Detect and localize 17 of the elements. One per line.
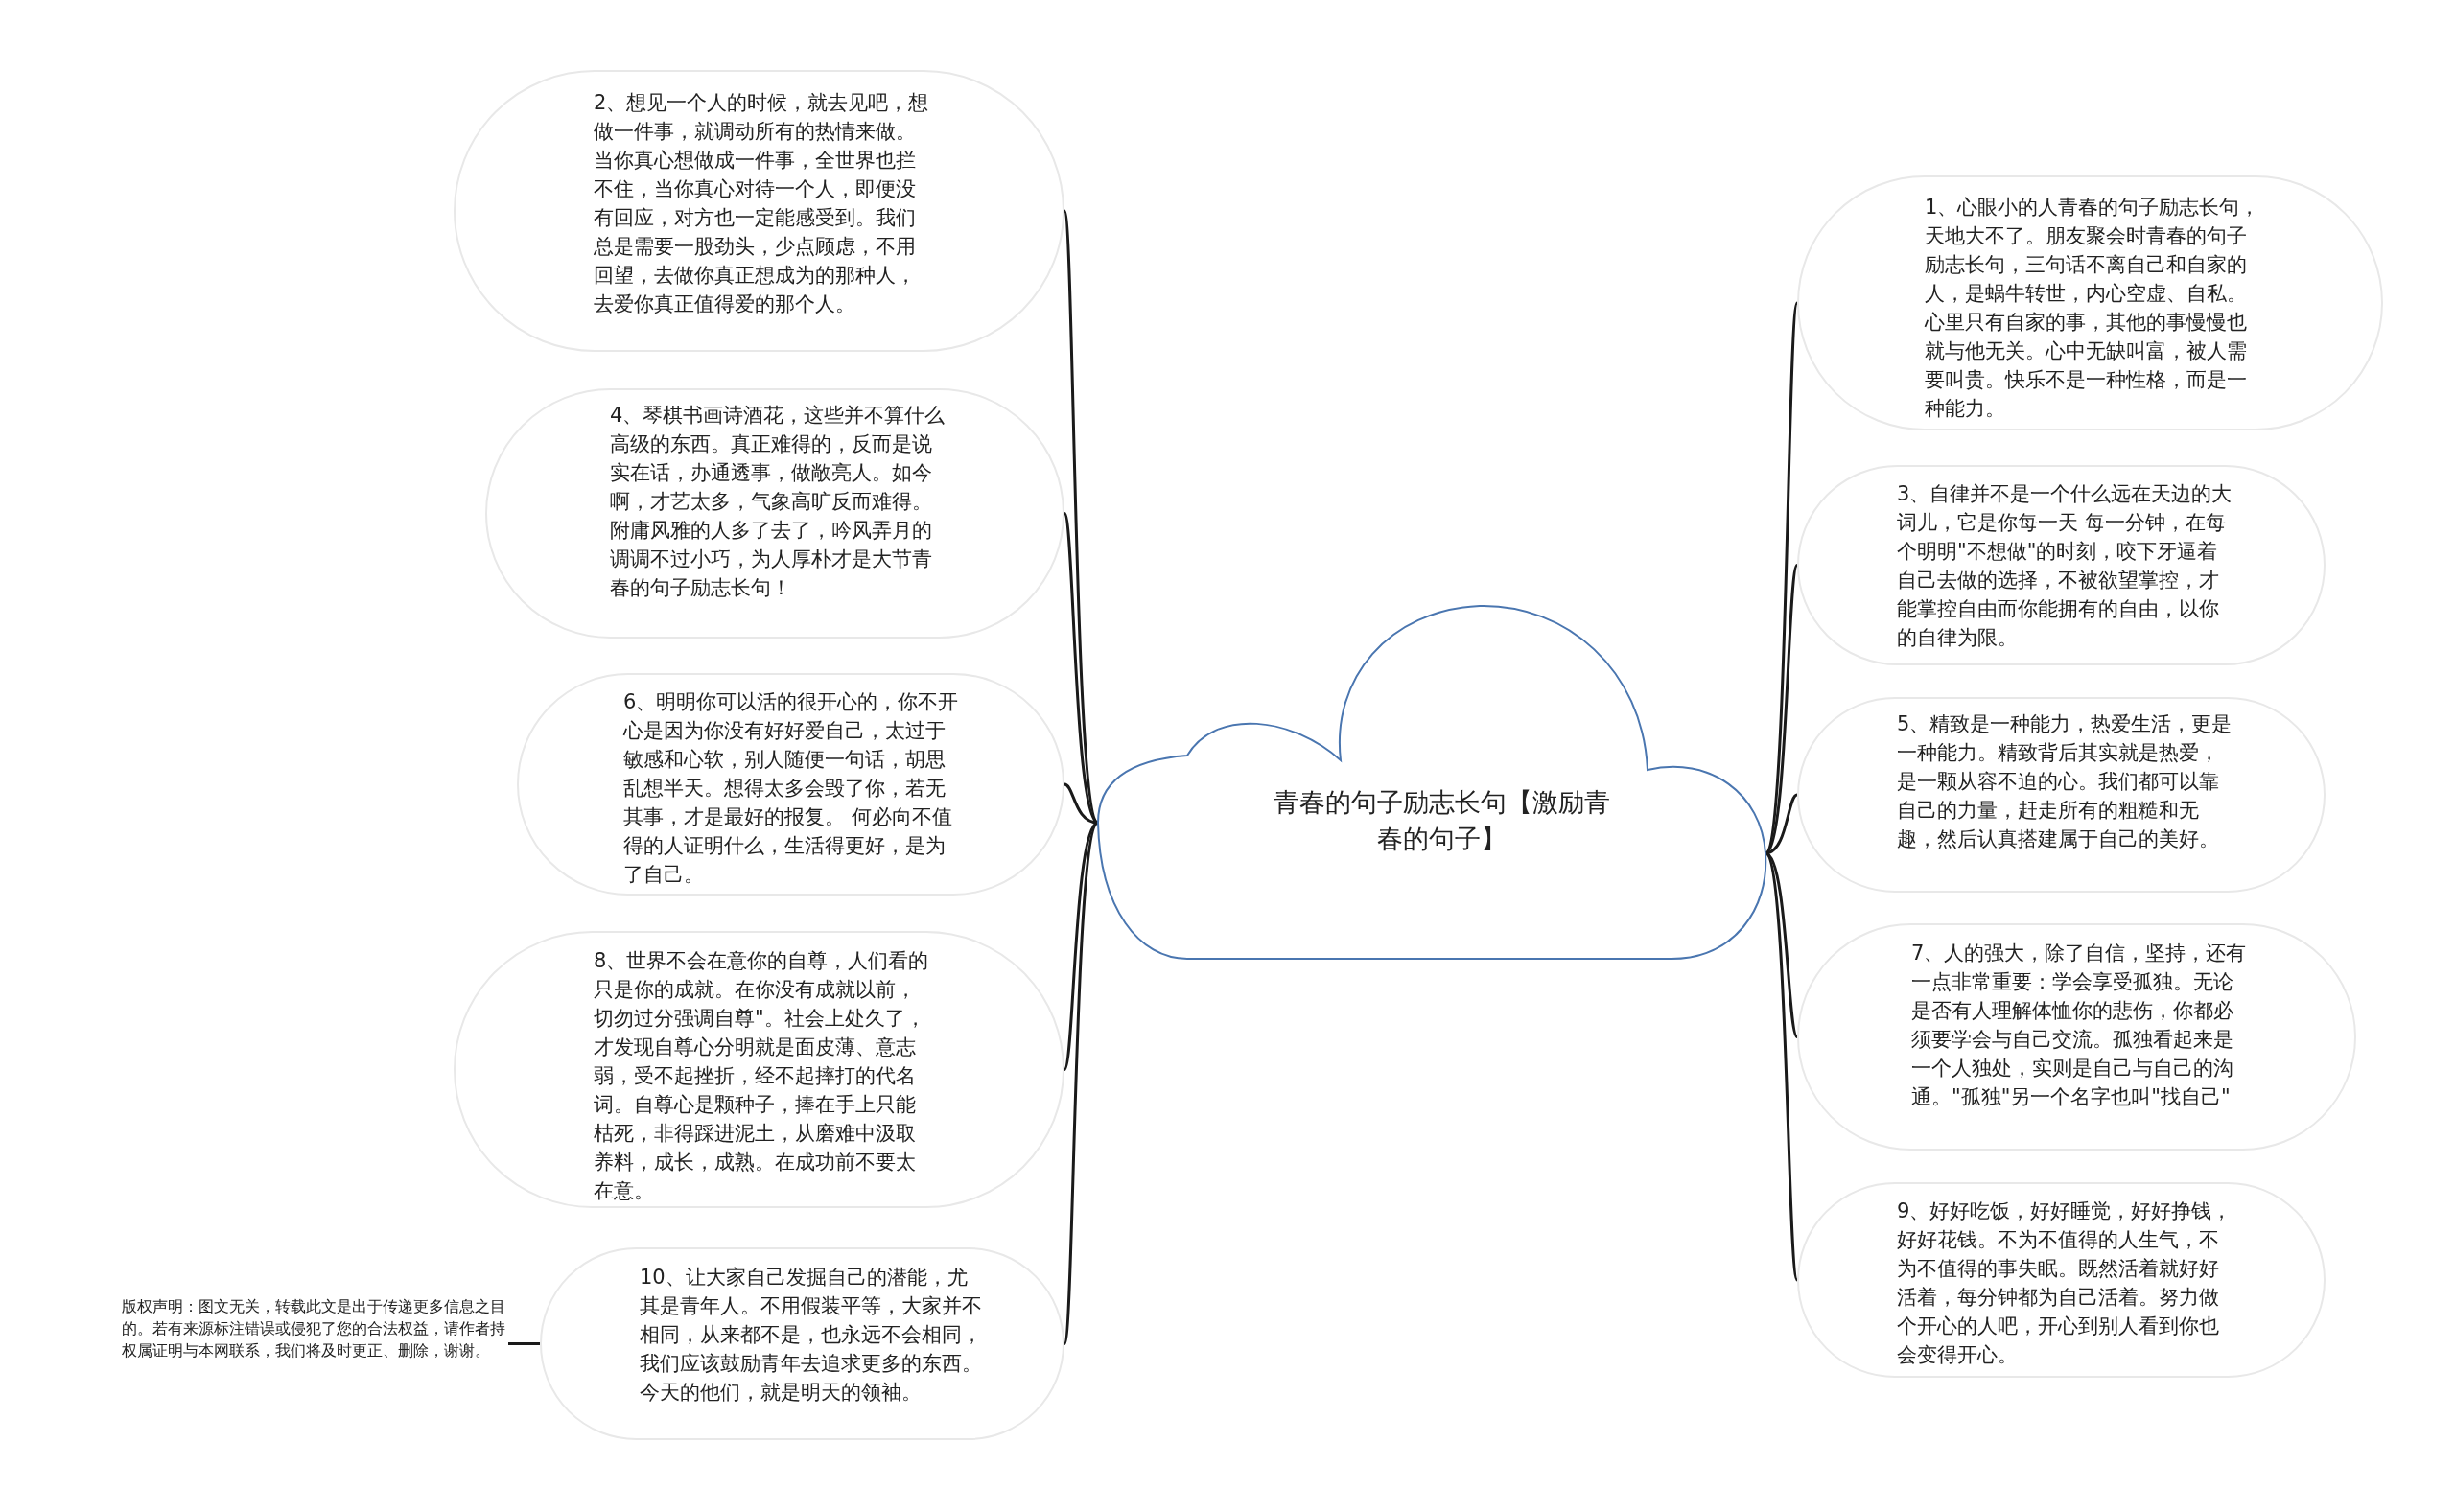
connector-line [1764, 302, 1799, 854]
quote-text: 6、明明你可以活的很开心的，你不开心是因为你没有好好爱自己，太过于敏感和心软，别人随便一句话，胡思乱想半天。想得太多会毁了你，若无其事，才是最好的报复。 何必向不值得的人证明什么，生活得更好，是为了自己。 [623, 689, 959, 888]
connector-line [1063, 822, 1100, 1344]
copyright-notice: 版权声明：图文无关，转载此文是出于传递更多信息之目的。若有来源标注错误或侵犯了您的合法权益，请作者持权属证明与本网联系，我们将及时更正、删除，谢谢。 [122, 1296, 505, 1392]
connector-line [1063, 210, 1100, 824]
quote-text: 2、想见一个人的时候，就去见吧，想做一件事，就调动所有的热情来做。当你真心想做成一件事，全世界也拦不住，当你真心对待一个人，即便没有回应，对方也一定能感受到。我们总是需要一股劲头，少点顾虑，不用回望，去做你真正想成为的那种人，去爱你真正值得爱的那个人。 [594, 90, 929, 317]
quote-text: 10、让大家自己发掘自己的潜能，尤其是青年人。不用假装平等，大家并不相同，从来都不是，也永远不会相同，我们应该鼓励青年去追求更多的东西。今天的他们，就是明天的领袖。 [640, 1265, 983, 1406]
quote-text: 7、人的强大，除了自信，坚持，还有一点非常重要：学会享受孤独。无论是否有人理解体恤你的悲伤，你都必须要学会与自己交流。孤独看起来是一个人独处，实则是自己与自己的沟通。"孤独"另一个名字也叫"找自己" [1911, 941, 2247, 1110]
quote-text: 1、心眼小的人青春的句子励志长句，天地大不了。朋友聚会时青春的句子励志长句，三句话不离自己和自家的人，是蜗牛转世，内心空虚、自私。心里只有自家的事，其他的事慢慢也就与他无关。心中无缺叫富，被人需要叫贵。快乐不是一种性格，而是一种能力。 [1925, 195, 2260, 422]
quote-text: 5、精致是一种能力，热爱生活，更是一种能力。精致背后其实就是热爱，是一颗从容不迫的心。我们都可以靠自己的力量，赶走所有的粗糙和无趣，然后认真搭建属于自己的美好。 [1897, 711, 2233, 852]
quote-text: 4、琴棋书画诗酒花，这些并不算什么高级的东西。真正难得的，反而是说实在话，办通透事，做敞亮人。如今啊，才艺太多，气象高旷反而难得。附庸风雅的人多了去了，吟风弄月的调调不过小巧，为人厚朴才是大节青春的句子励志长句！ [610, 403, 946, 601]
quote-text: 3、自律并不是一个什么远在天边的大词儿，它是你每一天 每一分钟，在每个明明"不想做"的时刻，咬下牙逼着自己去做的选择，不被欲望掌控，才能掌控自由而你能拥有的自由，以你的自律为限。 [1897, 481, 2233, 651]
quote-text: 8、世界不会在意你的自尊，人们看的只是你的成就。在你没有成就以前，切勿过分强调自尊"。社会上处久了，才发现自尊心分明就是面皮薄、意志弱，受不起挫折，经不起摔打的代名词。自尊心是颗种子，捧在手上只能枯死，非得踩进泥土，从磨难中汲取养料，成长，成熟。在成功前不要太在意。 [594, 948, 929, 1204]
central-topic: 青春的句子励志长句【激励青春的句子】 [1272, 786, 1611, 855]
connector-line [1063, 821, 1099, 1071]
quote-text: 9、好好吃饭，好好睡觉，好好挣钱，好好花钱。不为不值得的人生气，不为不值得的事失眠。既然活着就好好活着，每分钟都为自己活着。努力做个开心的人吧，开心到别人看到你也会变得开心。 [1897, 1198, 2233, 1368]
connector-line [508, 1342, 540, 1345]
